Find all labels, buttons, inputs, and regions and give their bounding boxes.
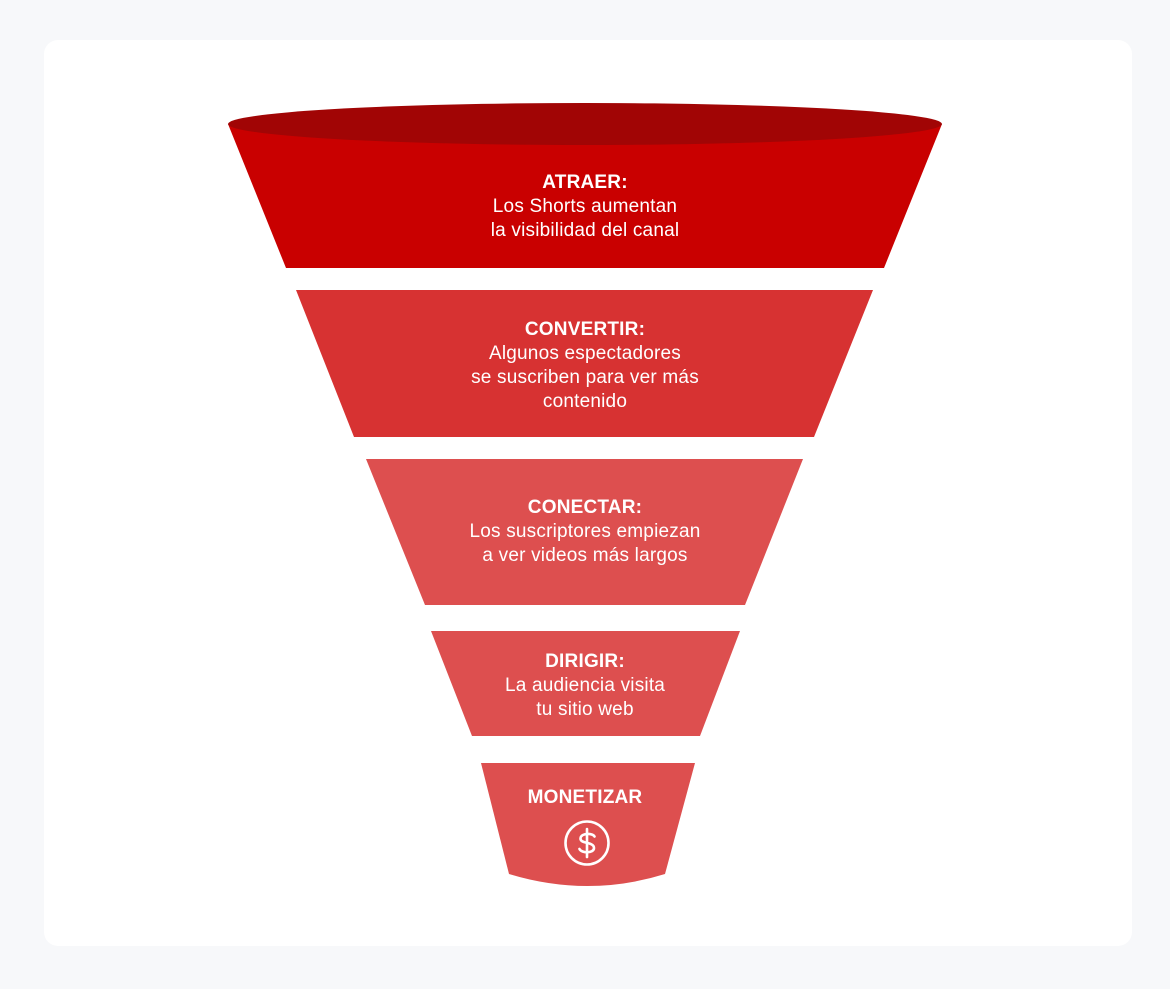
stage-connect-description: Los suscriptores empiezan a ver videos m… [469, 521, 701, 566]
funnel-stage-direct [431, 631, 740, 736]
stage-connect-title: CONECTAR: [527, 497, 643, 518]
stage-convert-text: CONVERTIR: Algunos espectadores se suscr… [385, 318, 785, 414]
stage-convert-title: CONVERTIR: [524, 319, 646, 340]
stage-direct-text: DIRIGIR: La audiencia visita tu sitio we… [435, 650, 735, 722]
dollar-circle-icon [564, 820, 610, 866]
stage-attract-description: Los Shorts aumentan la visibilidad del c… [490, 196, 680, 241]
stage-direct-title: DIRIGIR: [545, 651, 625, 672]
stage-convert-description: Algunos espectadores se suscriben para v… [471, 343, 699, 412]
funnel-stage-monetize [481, 763, 695, 886]
stage-monetize-title: MONETIZAR [527, 787, 643, 808]
stage-connect-text: CONECTAR: Los suscriptores empiezan a ve… [385, 496, 785, 568]
funnel-rim [228, 103, 942, 145]
funnel-stage-convert [296, 290, 873, 437]
stage-monetize-text: MONETIZAR [485, 786, 685, 810]
stage-attract-text: ATRAER: Los Shorts aumentan la visibilid… [385, 171, 785, 243]
stage-direct-description: La audiencia visita tu sitio web [504, 675, 666, 720]
funnel-stage-attract [228, 124, 942, 268]
stage-attract-title: ATRAER: [542, 172, 628, 193]
funnel-stage-connect [366, 459, 803, 605]
